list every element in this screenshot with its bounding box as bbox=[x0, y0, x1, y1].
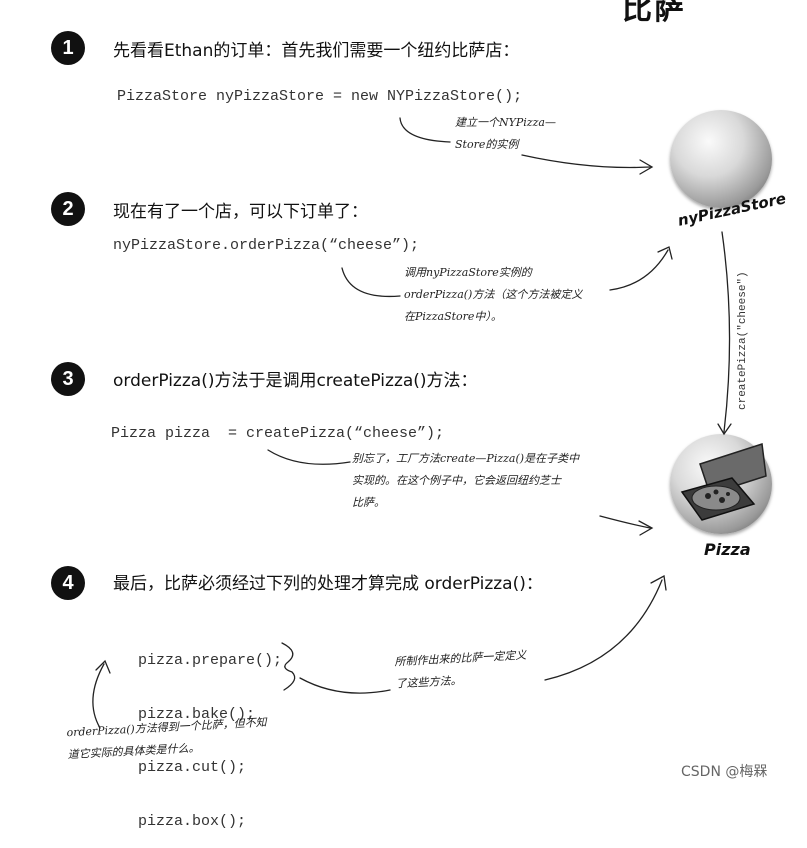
arrow-step3-to-pizza bbox=[600, 516, 650, 528]
arrow-left-note bbox=[93, 664, 104, 728]
arrow-step4-brace bbox=[300, 678, 390, 693]
arrow-step3-curl bbox=[268, 450, 350, 464]
arrow-step4-to-pizza bbox=[545, 580, 662, 680]
arrow-step1-curl bbox=[400, 118, 450, 142]
brace bbox=[282, 643, 295, 690]
arrow-store-to-pizza bbox=[722, 232, 730, 432]
arrow-step1-to-store bbox=[522, 155, 650, 168]
code-line: pizza.box(); bbox=[138, 812, 282, 832]
arrow-step2-curl bbox=[342, 268, 400, 296]
watermark: CSDN @梅槑 bbox=[681, 761, 767, 781]
arrow-step2-to-store bbox=[610, 250, 668, 290]
arrow-head bbox=[658, 247, 672, 259]
annotation-arrows bbox=[0, 0, 807, 789]
